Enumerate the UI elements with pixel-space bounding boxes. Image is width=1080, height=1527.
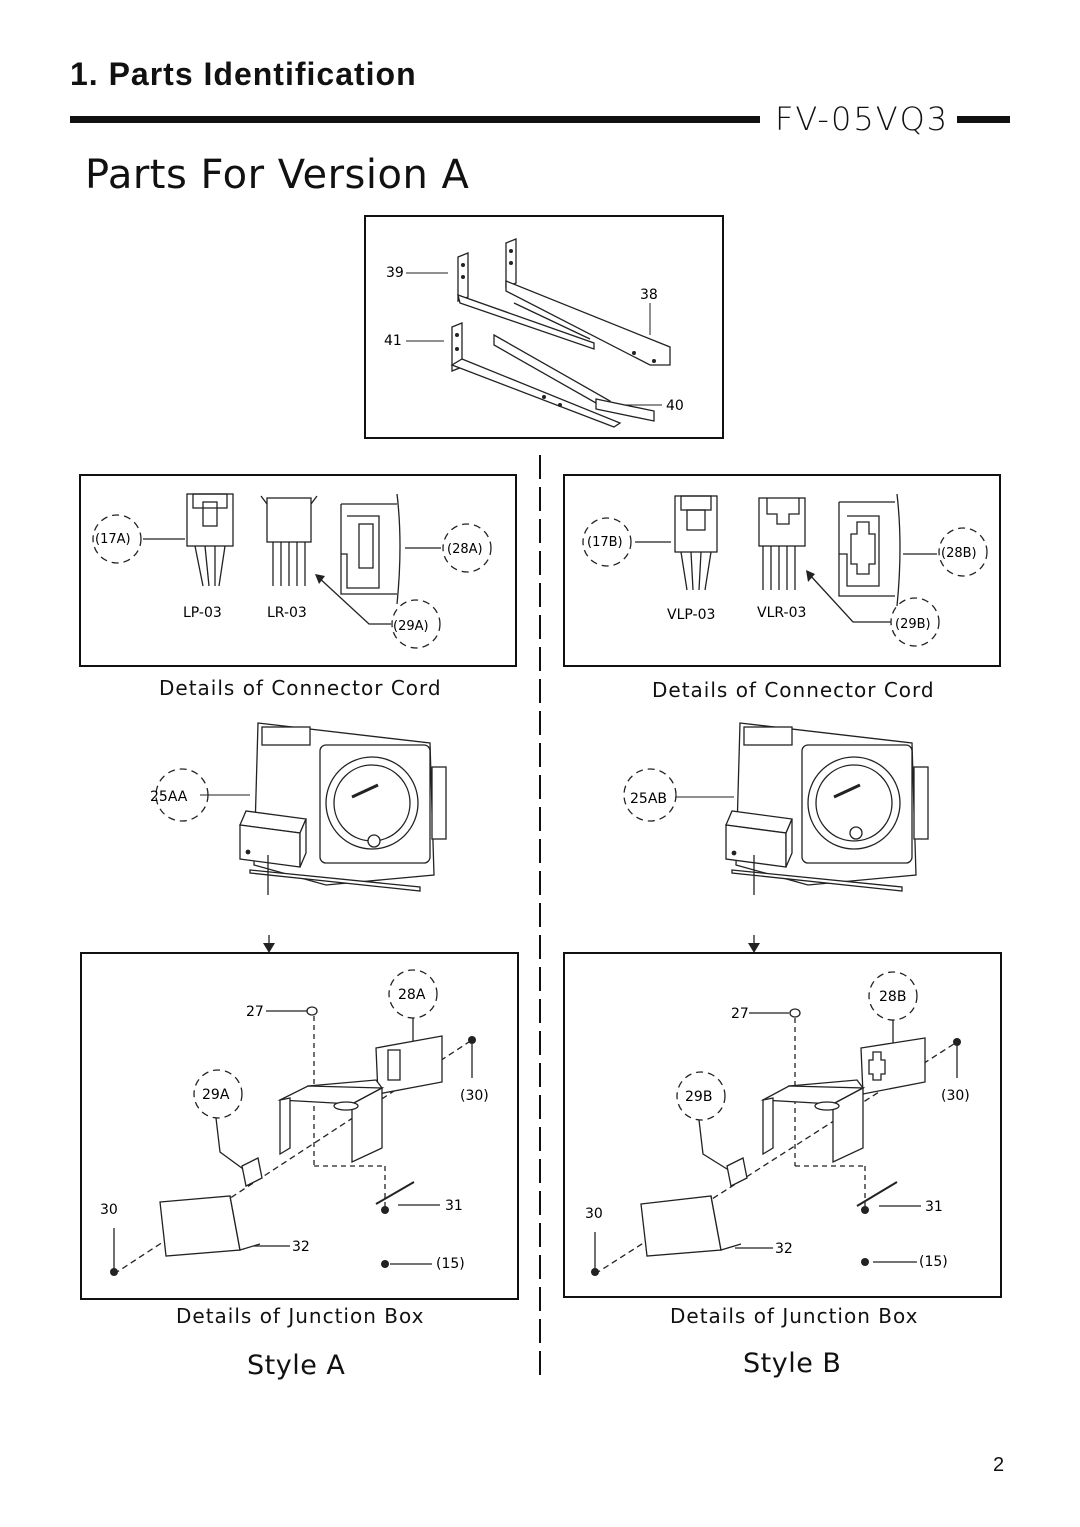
style-b-label: Style B <box>743 1348 842 1379</box>
bracket-kit-figure: 39 38 41 40 <box>364 215 724 439</box>
label-25ab: 25AB <box>630 791 667 807</box>
part-15-label-a: (15) <box>436 1256 465 1272</box>
junction-box-figure-a: 28A 29A 27 (30) 30 31 32 (15) <box>80 952 519 1300</box>
part-15-label-b: (15) <box>919 1254 948 1270</box>
part-40-label: 40 <box>666 398 684 414</box>
part-30-label-b: 30 <box>585 1206 603 1222</box>
style-divider <box>539 455 541 1380</box>
section-title: 1. Parts Identification <box>70 56 417 92</box>
connector-cord-caption-b: Details of Connector Cord <box>652 678 935 702</box>
part-38-label: 38 <box>640 287 658 303</box>
label-17b: (17B) <box>587 535 623 550</box>
label-29a-junction: 29A <box>202 1087 230 1103</box>
label-29b: (29B) <box>895 617 931 632</box>
plug-lr03-label: LR-03 <box>267 605 307 621</box>
junction-box-figure-b: 28B 29B 27 (30) 30 31 32 (15) <box>563 952 1002 1298</box>
junction-box-caption-a: Details of Junction Box <box>176 1304 425 1328</box>
style-a-label: Style A <box>247 1350 346 1381</box>
label-28b-junction: 28B <box>879 989 906 1005</box>
label-29a: (29A) <box>393 619 429 634</box>
plug-lp03-label: LP-03 <box>183 605 222 621</box>
part-32-label-b: 32 <box>775 1241 793 1257</box>
part-27-label-a: 27 <box>246 1004 264 1020</box>
label-28b: (28B) <box>941 546 977 561</box>
part-32-label-a: 32 <box>292 1239 310 1255</box>
fan-housing-figure-b: 25AB <box>623 722 929 895</box>
connector-cord-caption-a: Details of Connector Cord <box>159 676 442 700</box>
part-39-label: 39 <box>386 265 404 281</box>
part-30p-label-a: (30) <box>460 1088 489 1104</box>
part-41-label: 41 <box>384 333 402 349</box>
connector-cord-figure-b: (17B) (28B) (29B) VLP-03 VLR-03 <box>563 474 1001 667</box>
arrow-down-a <box>263 935 275 953</box>
part-30p-label-b: (30) <box>941 1088 970 1104</box>
plug-vlr03-label: VLR-03 <box>757 605 806 621</box>
part-31-label-b: 31 <box>925 1199 943 1215</box>
label-25aa: 25AA <box>150 789 188 805</box>
junction-box-caption-b: Details of Junction Box <box>670 1304 919 1328</box>
fan-housing-figure-a: 25AA <box>150 722 447 895</box>
label-17a: (17A) <box>95 532 131 547</box>
part-31-label-a: 31 <box>445 1198 463 1214</box>
label-28a-junction: 28A <box>398 987 426 1003</box>
connector-cord-figure-a: (17A) (28A) (29A) LP-03 LR-03 <box>79 474 517 667</box>
label-29b-junction: 29B <box>685 1089 712 1105</box>
header-rule-left <box>70 116 760 123</box>
label-28a: (28A) <box>447 542 483 557</box>
plug-vlp03-label: VLP-03 <box>667 607 715 623</box>
arrow-down-b <box>748 935 760 953</box>
part-27-label-b: 27 <box>731 1006 749 1022</box>
header-rule-right <box>957 116 1010 123</box>
page-heading: Parts For Version A <box>85 152 470 198</box>
page-number: 2 <box>993 1454 1005 1476</box>
part-30-label-a: 30 <box>100 1202 118 1218</box>
model-number: FV-05VQ3 <box>775 100 950 138</box>
